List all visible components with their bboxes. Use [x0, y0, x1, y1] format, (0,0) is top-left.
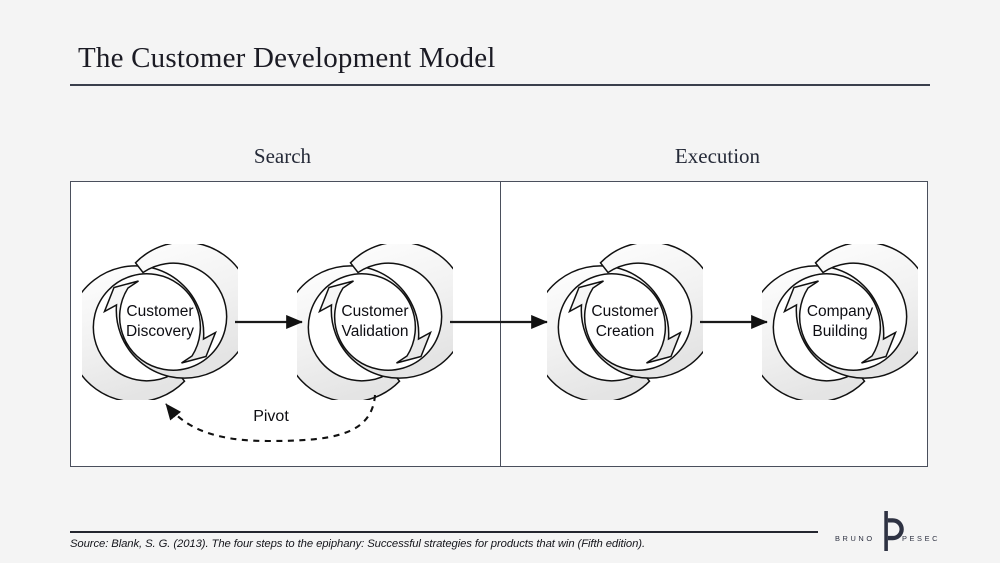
- cycle-arrow-upper-icon: [82, 265, 217, 400]
- stage-node-company-building[interactable]: Company Building: [762, 244, 918, 400]
- cycle-arrow-upper-icon: [762, 265, 897, 400]
- cycle-arrow-upper-icon: [547, 265, 682, 400]
- brand-logo: BRUNO PESEC: [833, 508, 945, 554]
- stage-node-customer-discovery[interactable]: Customer Discovery: [82, 244, 238, 400]
- stage-node-customer-validation[interactable]: Customer Validation: [297, 244, 453, 400]
- cycle-arrow-lower-icon: [103, 244, 238, 379]
- phase-divider: [500, 182, 501, 466]
- logo-word-pesec: PESEC: [902, 534, 941, 543]
- logo-word-bruno: BRUNO: [835, 534, 875, 543]
- cycle-arrow-lower-icon: [318, 244, 453, 379]
- stage-node-customer-creation[interactable]: Customer Creation: [547, 244, 703, 400]
- cycle-arrow-lower-icon: [568, 244, 703, 379]
- source-citation: Source: Blank, S. G. (2013). The four st…: [70, 538, 646, 550]
- phase-heading-search: Search: [253, 144, 312, 168]
- title-divider: [70, 84, 930, 86]
- phase-heading-execution: Execution: [674, 144, 761, 168]
- pivot-label: Pivot: [218, 408, 324, 426]
- bruno-pesec-mark-icon: [884, 511, 904, 551]
- cycle-arrow-upper-icon: [297, 265, 432, 400]
- cycle-arrow-lower-icon: [783, 244, 918, 379]
- page-title: The Customer Development Model: [78, 42, 496, 74]
- footer-divider: [70, 531, 818, 533]
